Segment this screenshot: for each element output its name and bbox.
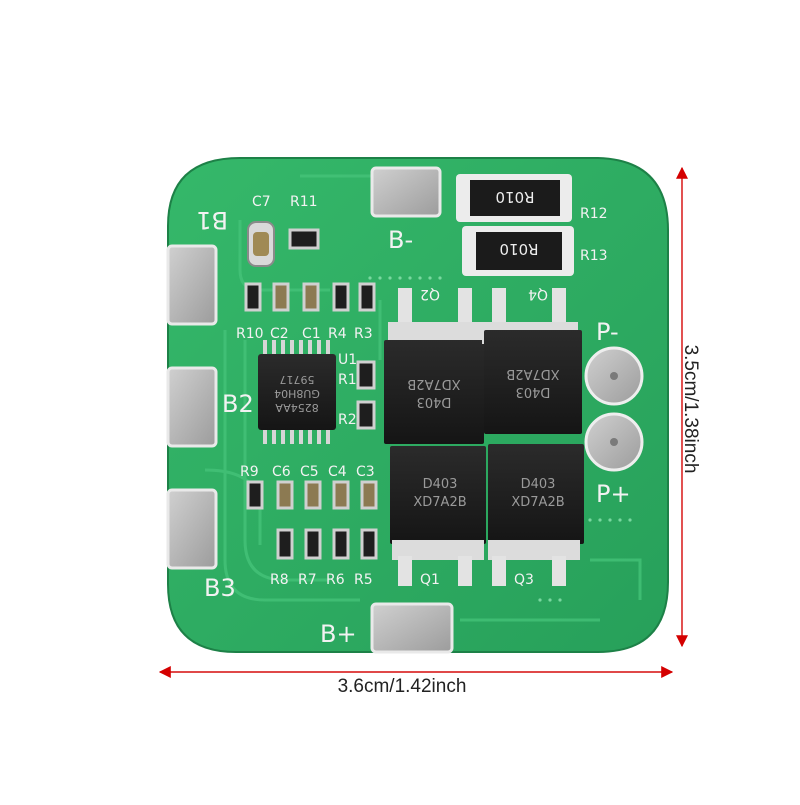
label-r7: R7 xyxy=(298,572,317,588)
shunt-marking-r12: R010 xyxy=(495,188,534,206)
pad-b1 xyxy=(166,244,218,326)
mosfet-q4-marking-2: XD7A2B xyxy=(506,366,559,381)
pad-p-minus xyxy=(584,346,644,406)
mosfet-q1: D403 XD7A2B xyxy=(390,446,486,586)
mosfet-q2: D403 XD7A2B xyxy=(384,288,484,444)
mosfet-q3-marking-2: XD7A2B xyxy=(511,495,564,510)
mosfet-q2-marking-2: XD7A2B xyxy=(407,376,460,391)
pad-b-minus xyxy=(370,166,442,218)
resistor-r1 xyxy=(356,360,376,390)
label-q2: Q2 xyxy=(420,286,440,302)
smd-row-middle xyxy=(246,480,378,510)
label-c3: C3 xyxy=(356,464,375,480)
label-r4: R4 xyxy=(328,326,347,342)
label-p-plus: P+ xyxy=(596,480,631,508)
pad-b2 xyxy=(166,366,218,448)
mosfet-q3-marking-1: D403 xyxy=(521,477,556,492)
pad-p-plus xyxy=(584,412,644,472)
label-r3: R3 xyxy=(354,326,373,342)
shunt-marking-r13: R010 xyxy=(499,240,538,258)
label-q3: Q3 xyxy=(514,572,534,588)
mosfet-q4: D403 XD7A2B xyxy=(482,288,582,434)
capacitor-c7-body xyxy=(253,232,269,256)
resistor-r2 xyxy=(356,400,376,430)
label-b2: B2 xyxy=(222,390,254,418)
shunt-resistor-r12: R010 xyxy=(456,174,572,222)
mosfet-q4-marking-1: D403 xyxy=(516,384,551,399)
pad-b3 xyxy=(166,488,218,570)
label-r8: R8 xyxy=(270,572,289,588)
label-c2: C2 xyxy=(270,326,289,342)
label-r11: R11 xyxy=(290,194,318,210)
label-b-plus: B+ xyxy=(320,620,357,648)
label-b-minus: B- xyxy=(388,226,413,254)
label-c4: C4 xyxy=(328,464,347,480)
label-r6: R6 xyxy=(326,572,345,588)
mosfet-q1-marking-1: D403 xyxy=(423,477,458,492)
smd-row-top xyxy=(244,282,376,312)
label-r2: R2 xyxy=(338,412,357,428)
label-r13: R13 xyxy=(580,248,608,264)
label-r10: R10 xyxy=(236,326,264,342)
label-b3: B3 xyxy=(204,574,236,602)
resistor-r11 xyxy=(288,228,320,250)
label-r12: R12 xyxy=(580,206,608,222)
label-c6: C6 xyxy=(272,464,291,480)
dimension-height-label: 3.5cm/1.38inch xyxy=(680,344,701,474)
label-c5: C5 xyxy=(300,464,319,480)
mosfet-q2-marking-1: D403 xyxy=(417,394,452,409)
pad-b-plus xyxy=(370,602,454,654)
label-r9: R9 xyxy=(240,464,259,480)
mosfet-q1-marking-2: XD7A2B xyxy=(413,495,466,510)
label-c1: C1 xyxy=(302,326,321,342)
smd-row-bottom xyxy=(276,528,378,560)
ic-u1: 8254AA GU8H04 59717 xyxy=(258,340,336,444)
shunt-resistor-r13: R010 xyxy=(462,226,574,276)
ic-marking-line-3: 59717 xyxy=(280,373,315,386)
label-p-minus: P- xyxy=(596,318,619,346)
label-b1: B1 xyxy=(196,206,228,234)
ic-marking-line-1: 8254AA xyxy=(275,401,319,414)
label-c7: C7 xyxy=(252,194,271,210)
via-dots xyxy=(368,276,632,602)
ic-marking-line-2: GU8H04 xyxy=(274,387,320,400)
label-q4: Q4 xyxy=(528,286,548,302)
label-q1: Q1 xyxy=(420,572,440,588)
dimension-width-label: 3.6cm/1.42inch xyxy=(337,676,467,697)
label-r1: R1 xyxy=(338,372,357,388)
mosfet-q3: D403 XD7A2B xyxy=(488,444,584,586)
label-u1: U1 xyxy=(338,352,357,368)
label-r5: R5 xyxy=(354,572,373,588)
